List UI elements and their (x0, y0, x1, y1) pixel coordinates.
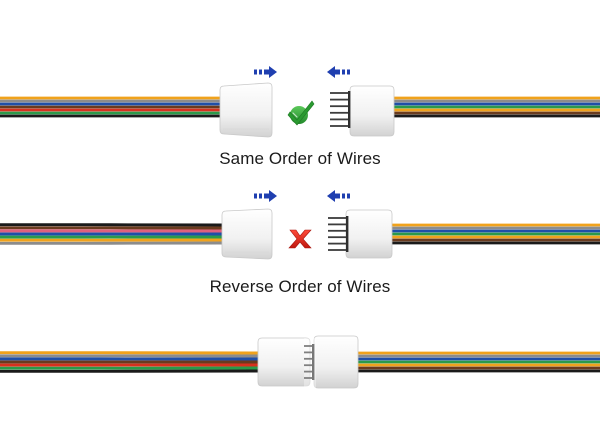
arrow-dash (342, 193, 345, 199)
connector-housing (257, 337, 311, 387)
dashed-left-arrow-icon (327, 66, 350, 78)
left-cable-row3 (0, 351, 265, 373)
connector-pin (328, 236, 348, 239)
dashed-right-arrow-icon (254, 190, 277, 202)
arrow-head (327, 190, 335, 202)
arrow-head (269, 66, 277, 78)
arrow-dash (254, 193, 257, 199)
connector-pin (304, 370, 314, 373)
connector-pin (304, 377, 314, 379)
pin-bar (348, 91, 351, 128)
row-reverse-order (0, 190, 600, 260)
left-connector-row1 (219, 82, 273, 138)
right-connector-row2 (345, 209, 393, 259)
connector-pin (330, 105, 350, 108)
mated-right-housing (313, 335, 359, 389)
connector-pin (328, 217, 348, 219)
left-cable-row2 (0, 223, 227, 245)
connector-housing (349, 85, 395, 137)
arrow-shaft (264, 193, 269, 199)
connector-pin (330, 98, 350, 101)
arrow-dash (347, 69, 350, 75)
cross-icon (288, 229, 312, 249)
check-highlight (292, 112, 298, 118)
connector-pin (304, 357, 314, 360)
cross-mark (288, 229, 312, 249)
right-cable-row3 (354, 351, 600, 373)
connector-pin (328, 249, 348, 251)
pins-row2 (328, 216, 349, 252)
connector-pin (304, 364, 314, 367)
connector-housing (313, 335, 359, 389)
pins-row1 (330, 91, 351, 128)
arrow-head (327, 66, 335, 78)
check-mark (287, 100, 315, 126)
arrow-dash (254, 69, 257, 75)
mated-left-housing (257, 337, 311, 387)
checkmark-icon (287, 100, 315, 126)
connector-housing (221, 208, 273, 260)
connector-pin (330, 125, 350, 127)
arrow-dash (259, 193, 262, 199)
connector-housing (345, 209, 393, 259)
caption-reverse-order: Reverse Order of Wires (209, 277, 391, 296)
pins-row3 (304, 344, 315, 380)
row-mated (0, 335, 600, 389)
row-same-order (0, 66, 600, 138)
arrow-head (269, 190, 277, 202)
dashed-right-arrow-icon (254, 66, 277, 78)
mated-seam (304, 338, 316, 388)
right-connector-row1 (349, 85, 395, 137)
connector-pin (328, 229, 348, 232)
connector-pin (330, 111, 350, 114)
right-cable-row1 (388, 96, 600, 118)
arrow-shaft (335, 69, 340, 75)
connector-pin (304, 351, 314, 354)
right-cable-row2 (388, 223, 600, 245)
arrow-dash (347, 193, 350, 199)
connector-pin (330, 92, 350, 94)
arrow-shaft (335, 193, 340, 199)
arrow-dash (259, 69, 262, 75)
dashed-left-arrow-icon (327, 190, 350, 202)
pin-bar (312, 344, 315, 380)
connector-pin (328, 242, 348, 245)
connector-pin (328, 223, 348, 226)
caption-same-order: Same Order of Wires (219, 149, 381, 168)
left-connector-row2 (221, 208, 273, 260)
arrow-shaft (264, 69, 269, 75)
connector-pin (330, 118, 350, 121)
left-cable-row1 (0, 96, 222, 118)
arrow-dash (342, 69, 345, 75)
pin-bar (346, 216, 349, 252)
connector-housing (219, 82, 273, 138)
connector-pin (304, 345, 314, 347)
